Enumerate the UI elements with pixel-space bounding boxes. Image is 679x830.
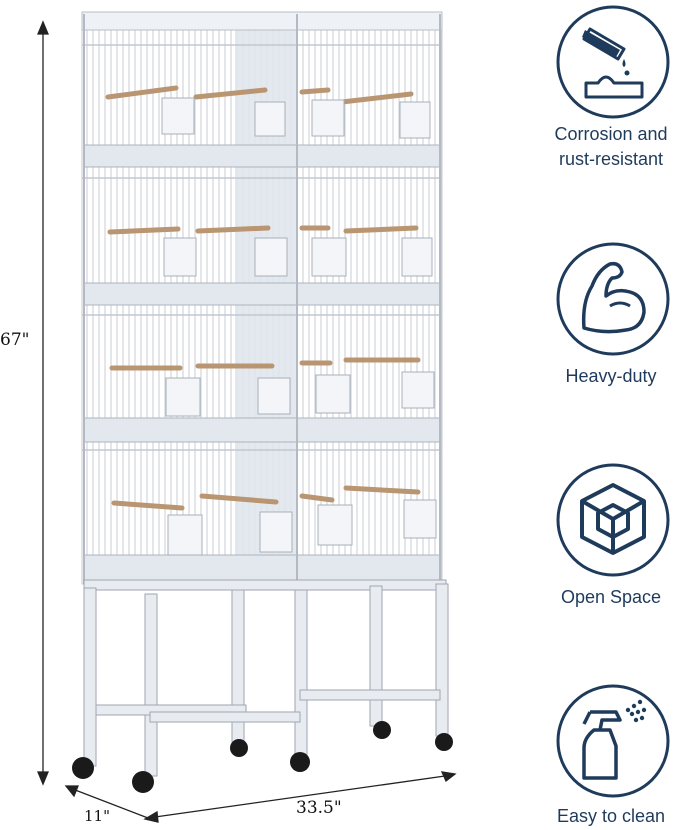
feature-label-corrosion: Corrosion and rust-resistant bbox=[554, 124, 668, 169]
width-dimension-line bbox=[143, 771, 457, 823]
cage-stand bbox=[83, 579, 449, 777]
feature-label-easy-clean: Easy to clean bbox=[556, 806, 666, 826]
depth-dimension-line bbox=[64, 785, 149, 819]
feature-label-heavy-duty: Heavy-duty bbox=[565, 366, 657, 386]
width-label: 33.5" bbox=[296, 798, 342, 818]
corrosion-resistant-icon bbox=[556, 5, 670, 119]
feature-label-open-space: Open Space bbox=[560, 587, 662, 607]
bird-cage bbox=[81, 11, 443, 585]
height-dimension-line bbox=[37, 20, 49, 786]
depth-label: 11" bbox=[84, 807, 110, 825]
open-space-icon bbox=[556, 463, 670, 577]
caster-wheels bbox=[72, 721, 453, 793]
spray-bottle-icon bbox=[556, 684, 670, 798]
height-label: 67" bbox=[0, 330, 30, 350]
heavy-duty-icon bbox=[556, 242, 670, 356]
